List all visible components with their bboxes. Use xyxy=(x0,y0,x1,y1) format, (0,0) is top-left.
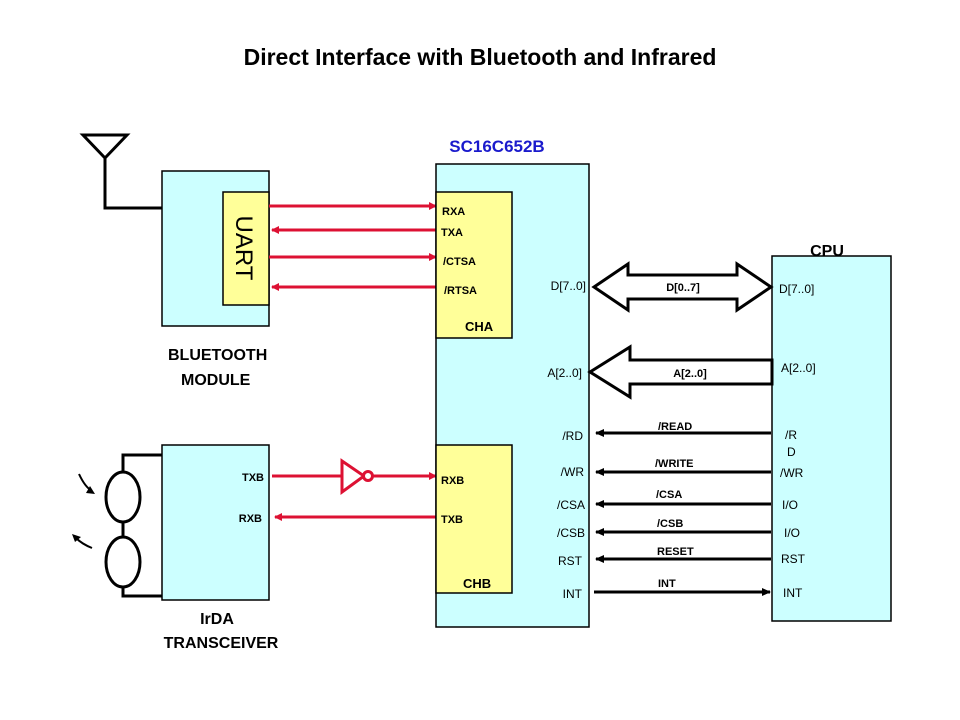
signal-int: INT xyxy=(658,578,676,590)
irda-transceiver-block xyxy=(161,444,270,601)
uart-chip-title: SC16C652B xyxy=(449,137,544,156)
antenna-icon xyxy=(79,133,162,210)
data-bus-label: D[0..7] xyxy=(666,282,700,294)
pin-rxb: RXB xyxy=(441,475,464,487)
chip-pin-csa: /CSA xyxy=(557,498,585,512)
channel-a-label: CHA xyxy=(465,319,494,334)
page-title: Direct Interface with Bluetooth and Infr… xyxy=(244,44,717,70)
address-bus-label: A[2..0] xyxy=(673,368,707,380)
pin-rtsa: /RTSA xyxy=(444,285,477,297)
cpu-block xyxy=(771,255,892,622)
address-bus-arrow xyxy=(587,344,774,400)
signal-write: /WRITE xyxy=(655,458,694,470)
uart-label: UART xyxy=(230,216,257,281)
channel-b-label: CHB xyxy=(463,576,491,591)
pin-ctsa: /CTSA xyxy=(443,256,476,268)
chip-pin-data: D[7..0] xyxy=(551,279,586,293)
chb-serial-lines xyxy=(272,458,437,521)
inverter-icon xyxy=(340,458,374,495)
chip-pin-csb: /CSB xyxy=(557,526,585,540)
cpu-pin-rst: RST xyxy=(781,552,806,566)
control-lines xyxy=(594,429,771,596)
cpu-pin-data: D[7..0] xyxy=(779,282,814,296)
cpu-pin-rd-line1: /R xyxy=(785,428,797,442)
led-icon xyxy=(104,453,162,598)
bluetooth-label-line2: MODULE xyxy=(181,372,251,389)
uart-block xyxy=(222,191,270,306)
signal-csa: /CSA xyxy=(656,489,682,501)
cpu-pin-address: A[2..0] xyxy=(781,361,816,375)
signal-read: /READ xyxy=(658,421,692,433)
pin-txa: TXA xyxy=(441,227,463,239)
signal-csb: /CSB xyxy=(657,518,683,530)
cpu-pin-io-b: I/O xyxy=(784,526,800,540)
cpu-pin-int: INT xyxy=(783,586,803,600)
data-bus-arrow xyxy=(591,261,774,313)
cpu-pin-wr: /WR xyxy=(780,466,804,480)
signal-reset: RESET xyxy=(657,546,694,558)
irda-pin-rxb: RXB xyxy=(239,513,262,525)
chip-pin-address: A[2..0] xyxy=(547,366,582,380)
light-in-arrow-icon xyxy=(78,473,95,494)
light-out-arrow-icon xyxy=(72,534,93,549)
channel-a-block xyxy=(435,191,513,339)
cpu-pin-io-a: I/O xyxy=(782,498,798,512)
irda-label-line2: TRANSCEIVER xyxy=(164,635,279,652)
cha-serial-lines xyxy=(269,202,437,291)
cpu-pin-rd-line2: D xyxy=(787,445,796,459)
chip-pin-rd: /RD xyxy=(562,429,583,443)
chip-pin-wr: /WR xyxy=(561,465,585,479)
pin-rxa: RXA xyxy=(442,206,465,218)
irda-label-line1: IrDA xyxy=(200,611,234,628)
irda-pin-txb: TXB xyxy=(242,472,264,484)
bluetooth-label-line1: BLUETOOTH xyxy=(168,347,267,364)
channel-b-block xyxy=(435,444,513,594)
pin-txb: TXB xyxy=(441,514,463,526)
chip-pin-int: INT xyxy=(563,587,583,601)
chip-pin-rst: RST xyxy=(558,554,583,568)
